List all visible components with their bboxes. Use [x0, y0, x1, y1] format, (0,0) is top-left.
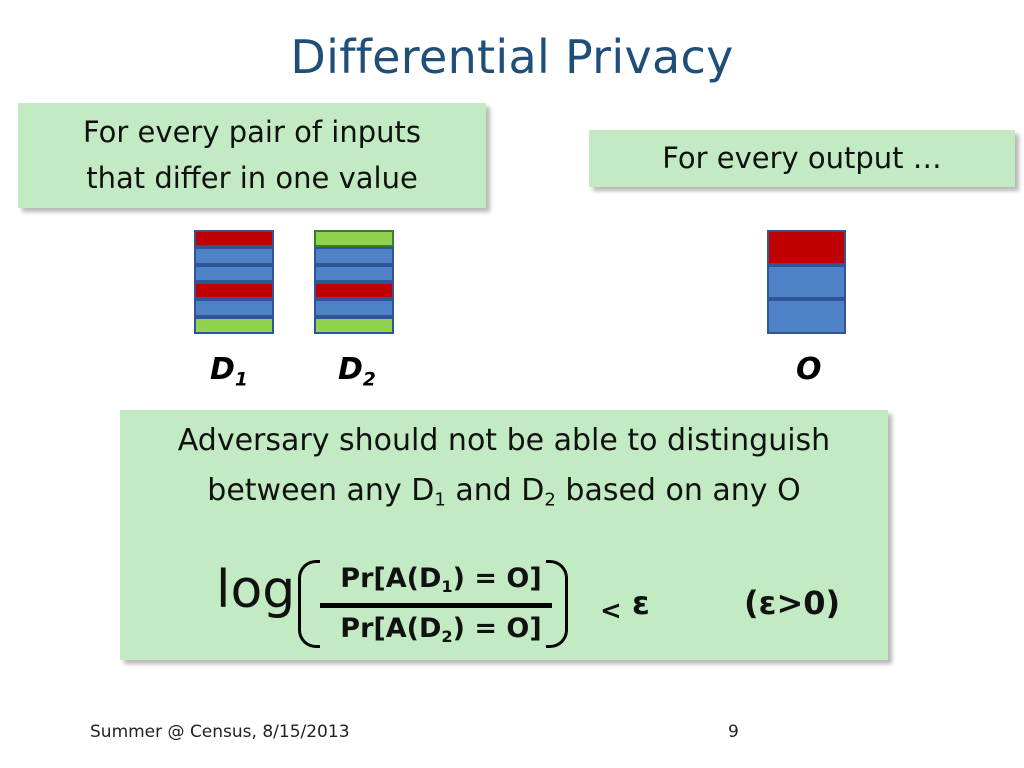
dataset-d1-row-blue [194, 247, 274, 265]
formula-condition: (ε>0) [744, 584, 841, 622]
adversary-line2-mid: and D [445, 473, 545, 508]
denominator-pre: Pr[A(D [340, 613, 442, 644]
formula-left-paren [298, 560, 320, 648]
numerator-post: ) = O] [452, 563, 542, 594]
dataset-d2-row-blue [314, 247, 394, 265]
dataset-d1-row-blue [194, 299, 274, 317]
fraction-bar [320, 603, 552, 608]
page-number: 9 [728, 722, 739, 742]
output-o-label: O [796, 352, 822, 387]
dataset-d2-row-green [314, 230, 394, 248]
formula-denominator: Pr[A(D2) = O] [332, 612, 550, 646]
output-o-stack [767, 230, 846, 334]
adversary-line1: Adversary should not be able to distingu… [177, 423, 831, 458]
footer-text: Summer @ Census, 8/15/2013 [90, 722, 350, 742]
privacy-formula: log Pr[A(D1) = O] Pr[A(D2) = O] < ε (ε>0… [120, 410, 888, 660]
output-o-row-blue [767, 299, 846, 334]
callout-output: For every output … [589, 130, 1015, 187]
formula-log: log [216, 560, 296, 620]
dataset-d1-row-red [194, 282, 274, 300]
denominator-post: ) = O] [452, 613, 542, 644]
dataset-d2-row-blue [314, 264, 394, 282]
dataset-d1-label: D1 [210, 352, 248, 389]
adversary-line2: between any D1 and D2 based on any O [120, 466, 888, 516]
dataset-d2-row-green [314, 316, 394, 334]
adversary-callout: Adversary should not be able to distingu… [120, 410, 888, 660]
callout-inputs-line2: that differ in one value [86, 161, 418, 195]
dataset-d1-row-green [194, 316, 274, 334]
slide-title: Differential Privacy [290, 30, 734, 84]
adversary-line2-sub1: 1 [434, 489, 446, 511]
numerator-sub: 1 [441, 576, 453, 596]
formula-less-than: < [600, 596, 622, 626]
formula-right-paren [546, 560, 568, 648]
adversary-line2-sub2: 2 [544, 489, 556, 511]
dataset-d1-stack [194, 230, 274, 334]
denominator-sub: 2 [441, 626, 453, 646]
callout-inputs: For every pair of inputs that differ in … [18, 103, 486, 208]
numerator-pre: Pr[A(D [340, 563, 442, 594]
dataset-d2-row-red [314, 282, 394, 300]
dataset-d2-stack [314, 230, 394, 334]
dataset-d2-subscript: 2 [362, 369, 376, 391]
adversary-line2-pre: between any D [207, 473, 435, 508]
dataset-d2-row-blue [314, 299, 394, 317]
output-o-row-red [767, 230, 846, 265]
adversary-line2-post: based on any O [555, 473, 801, 508]
dataset-d1-row-red [194, 230, 274, 248]
formula-numerator: Pr[A(D1) = O] [332, 562, 550, 596]
dataset-d1-subscript: 1 [234, 369, 248, 391]
dataset-d1-name: D [210, 352, 235, 387]
dataset-d2-label: D2 [338, 352, 376, 389]
callout-inputs-line1: For every pair of inputs [83, 115, 421, 149]
dataset-d2-name: D [338, 352, 363, 387]
formula-epsilon: ε [632, 584, 650, 622]
output-o-row-blue [767, 264, 846, 300]
dataset-d1-row-blue [194, 264, 274, 282]
